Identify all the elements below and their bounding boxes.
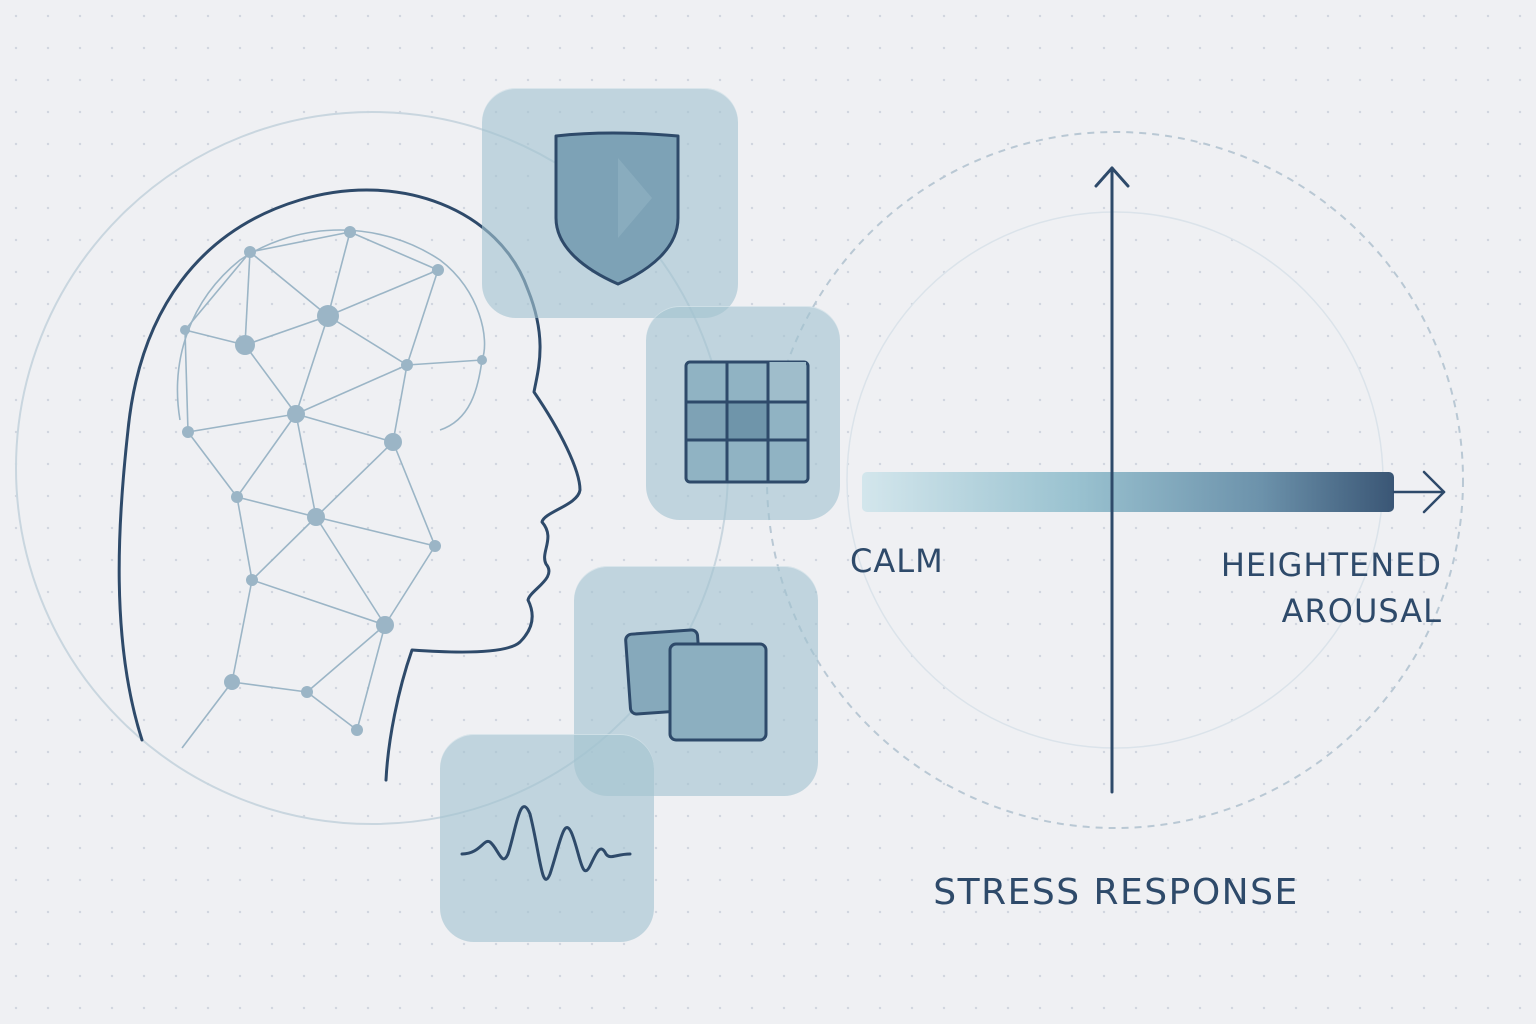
shield-tile xyxy=(482,88,738,318)
horizontal-axis-arrow xyxy=(1392,470,1446,514)
head-profile-icon xyxy=(117,188,582,782)
grid-tile xyxy=(646,306,840,520)
shield-icon xyxy=(554,131,680,286)
brain-outline xyxy=(176,229,486,431)
waveform-tile xyxy=(440,734,654,942)
neural-network-nodes xyxy=(180,226,487,736)
vertical-axis xyxy=(1094,166,1130,794)
grid-icon xyxy=(684,360,810,484)
stress-response-title: STRESS RESPONSE xyxy=(933,872,1299,913)
waveform-icon xyxy=(460,805,632,881)
neural-network-icon xyxy=(176,229,486,749)
calm-label: CALM xyxy=(850,542,944,580)
overlapping-squares-icon xyxy=(624,628,768,742)
arousal-gradient-bar xyxy=(862,472,1394,512)
heightened-arousal-label: HEIGHTENED AROUSAL xyxy=(1220,546,1442,630)
